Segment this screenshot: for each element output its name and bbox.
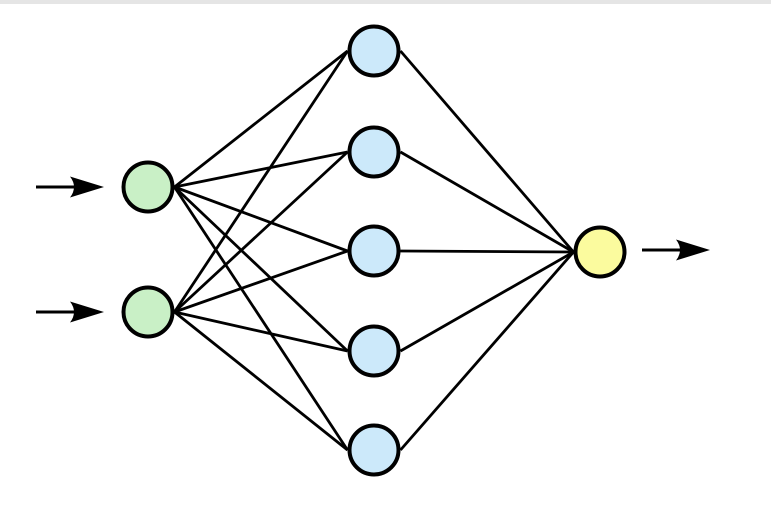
edge-i2-h1 — [173, 50, 349, 313]
edge-i1-h4 — [173, 185, 349, 353]
edge-i1-h3 — [174, 185, 348, 253]
hidden-node-h3 — [347, 224, 401, 278]
input-arrow-2-head-icon — [70, 301, 104, 323]
edge-h3-o1 — [400, 249, 574, 254]
input-node-i1 — [121, 160, 175, 214]
edge-i2-h2 — [173, 150, 349, 314]
hidden-node-h1 — [347, 24, 401, 78]
edge-i1-h1 — [173, 49, 349, 189]
output-node-o1 — [573, 225, 627, 279]
edge-i2-h4 — [174, 310, 348, 353]
input-arrow-1-head-icon — [70, 176, 104, 198]
output-arrow-1-head-icon — [676, 239, 710, 261]
edge-h4-o1 — [399, 250, 575, 353]
edge-i1-h5 — [173, 186, 349, 451]
edge-i2-h5 — [173, 310, 349, 452]
hidden-node-h2 — [347, 125, 401, 179]
edge-i1-h2 — [174, 150, 348, 189]
edge-h5-o1 — [399, 251, 575, 451]
edge-i2-h3 — [174, 249, 348, 314]
window-top-edge — [0, 0, 771, 4]
hidden-node-h4 — [347, 324, 401, 378]
edge-h1-o1 — [399, 50, 575, 253]
input-node-i2 — [121, 285, 175, 339]
hidden-node-h5 — [347, 423, 401, 477]
edge-h2-o1 — [399, 150, 575, 254]
